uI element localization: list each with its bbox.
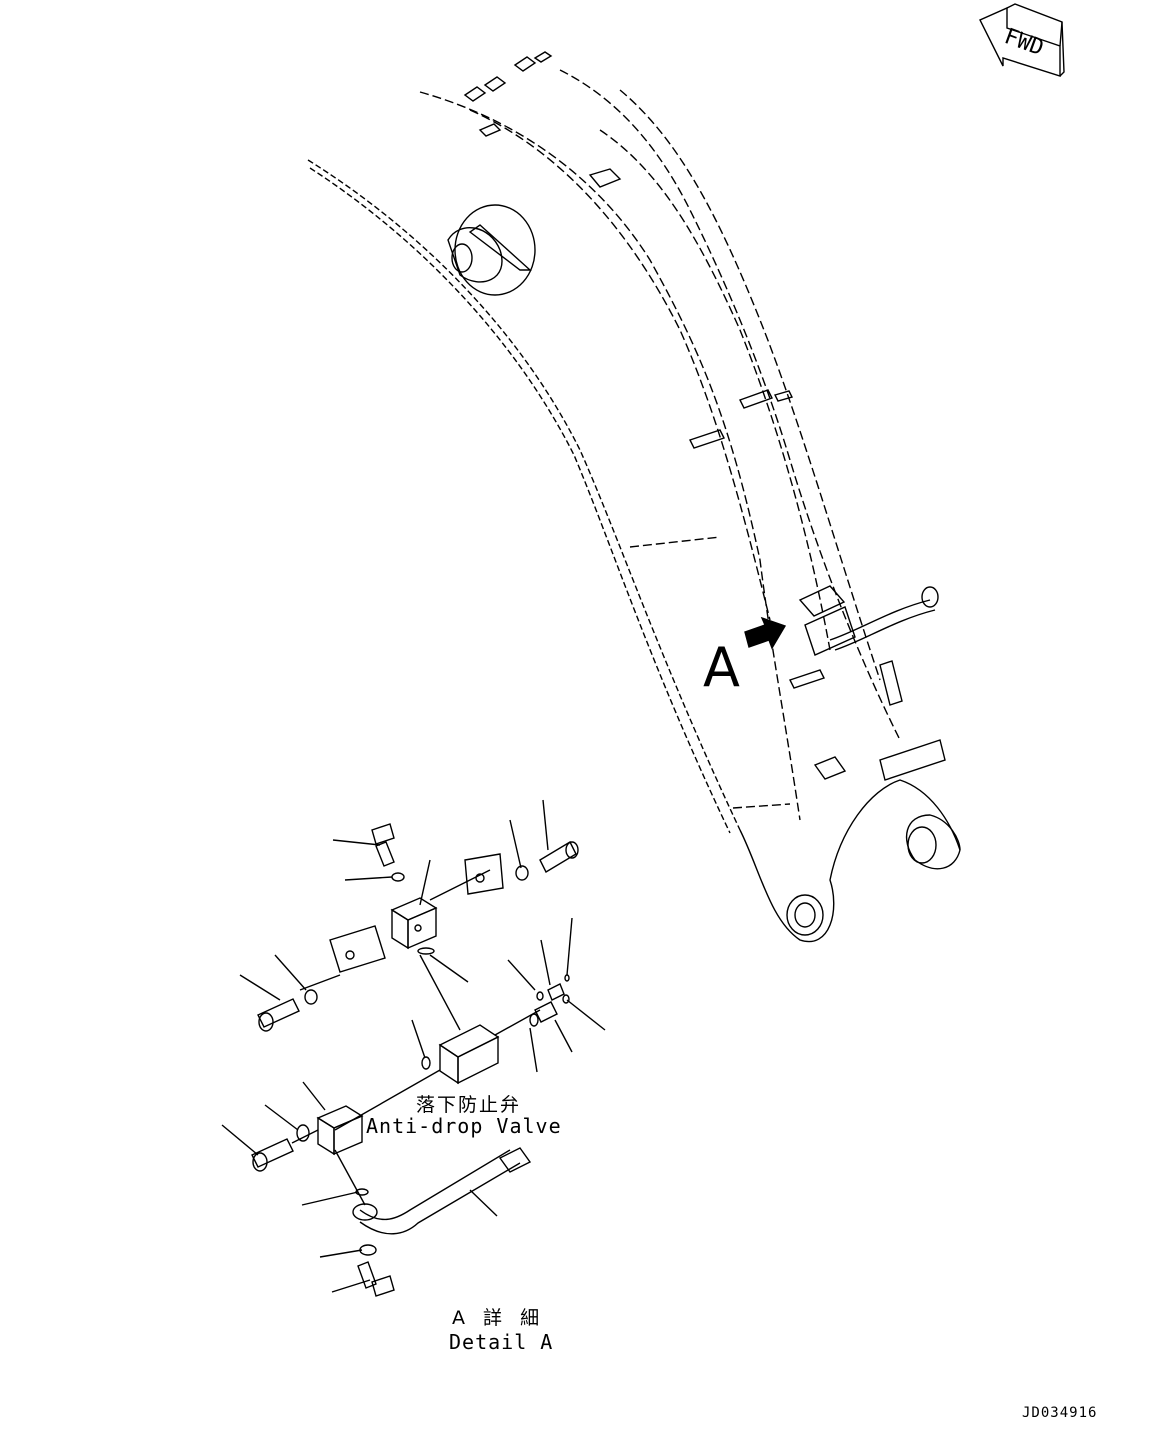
pipe-clamps: [463, 51, 847, 780]
view-arrow-icon: [744, 616, 787, 650]
detail-label-english: Detail A: [449, 1330, 554, 1354]
view-callout: A: [703, 636, 740, 699]
boom-outline: [307, 69, 901, 834]
fwd-arrow-icon: [979, 3, 1065, 77]
leader-lines: [221, 799, 606, 1293]
drawing-number: JD034916: [1022, 1405, 1098, 1421]
cylinder-mount: [447, 204, 536, 296]
valve-label-english: Anti-drop Valve: [366, 1114, 562, 1138]
detail-a-exploded: [251, 823, 579, 1297]
valve-label-japanese: 落下防止弁: [416, 1094, 522, 1116]
detail-label-japanese: A 詳 細: [452, 1307, 546, 1329]
boom-foot: [739, 739, 961, 943]
valve-on-boom: [798, 585, 939, 706]
